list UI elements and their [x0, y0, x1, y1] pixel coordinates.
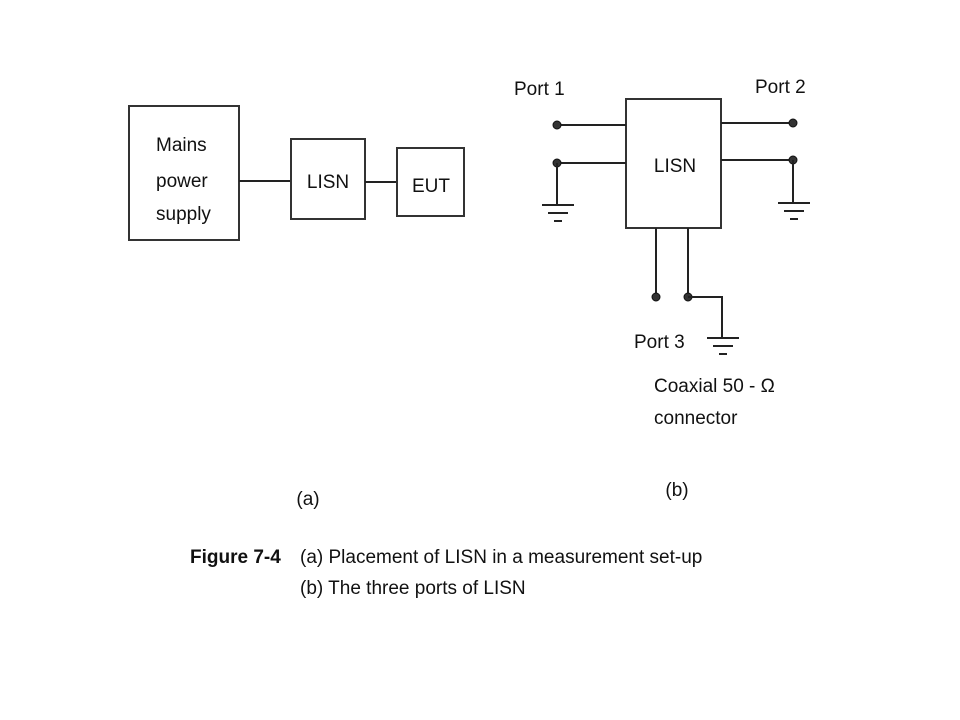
panel-b-label: (b) [665, 480, 688, 501]
eut-label: EUT [412, 176, 450, 197]
eut-box [396, 147, 465, 217]
supply-label-line2: power [156, 171, 208, 192]
supply-label-line3: supply [156, 204, 211, 225]
caption-line-a: (a) Placement of LISN in a measurement s… [300, 547, 702, 568]
lisn-label-b: LISN [654, 156, 696, 177]
lisn-box-a [290, 138, 366, 220]
figure-caption: Figure 7-4 (a) Placement of LISN in a me… [190, 547, 702, 599]
figure-number: Figure 7-4 [190, 547, 281, 568]
port1-label: Port 1 [514, 79, 565, 100]
connector-label-line1: Coaxial 50 - Ω [654, 376, 775, 397]
caption-line-b: (b) The three ports of LISN [300, 578, 526, 599]
panel-a-label: (a) [296, 489, 319, 510]
port1-terminal-upper [552, 120, 562, 130]
port3-label: Port 3 [634, 332, 685, 353]
mains-supply-box [128, 105, 240, 241]
diagram-b: Port 1 Port 2 LISN [514, 77, 810, 501]
supply-label-line1: Mains [156, 135, 207, 156]
diagram-a: Mains power supply LISN EUT (a) [128, 105, 465, 510]
port3-terminal-left [651, 292, 661, 302]
ground-symbol-bottom [688, 296, 739, 355]
ground-symbol-left [542, 163, 574, 222]
port2-label: Port 2 [755, 77, 806, 98]
ground-symbol-right [778, 160, 810, 220]
connector-label-line2: connector [654, 408, 738, 429]
lisn-label-a: LISN [307, 172, 349, 193]
port2-terminal-upper [788, 118, 798, 128]
